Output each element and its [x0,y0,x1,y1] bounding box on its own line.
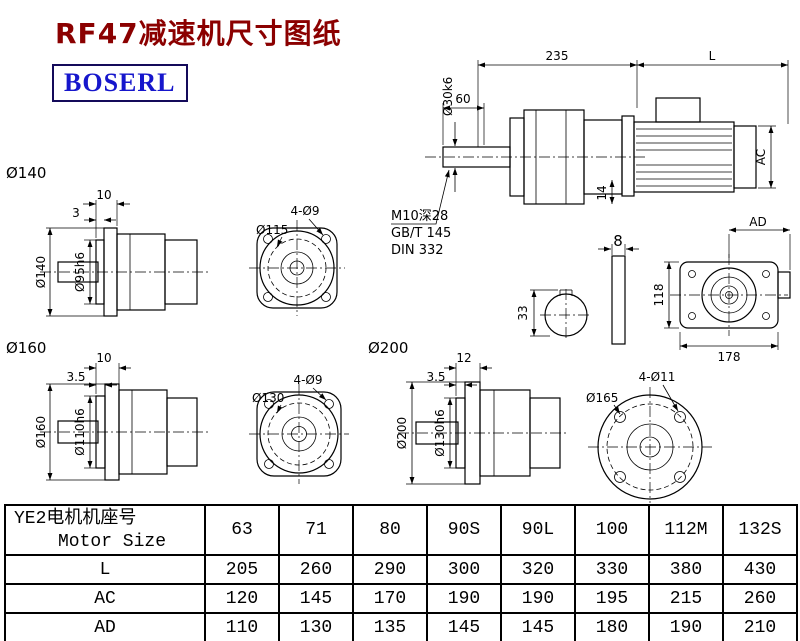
dim-f200-step-label: 3.5 [426,370,445,384]
motor-side-view: 235 L 60 Ø30k6 14 AC M10深28 GB/T 145 [391,49,789,258]
table-cell: 260 [722,583,798,614]
table-cell: 210 [722,612,798,641]
dim-f200-spigot-dia-label: Ø130h6 [433,409,447,457]
dim-key-height-label: 33 [516,305,530,320]
frame-size-col: 71 [278,504,354,556]
table-cell: 215 [648,583,724,614]
dim-f160-flange-dia-label: Ø160 [34,416,48,448]
dim-f160-boltcircle-label: Ø130 [252,391,284,405]
dim-AD-label: AD [749,215,766,229]
technical-drawing: 235 L 60 Ø30k6 14 AC M10深28 GB/T 145 [6,49,791,503]
shaft-key-section-view: 8 33 [516,232,639,345]
dim-f200-thickness-label: 12 [456,351,471,365]
dim-f160-step-label: 3.5 [66,370,85,384]
dim-60-label: 60 [455,92,470,106]
page-title: RF47减速机尺寸图纸 [55,17,342,50]
table-cell: 430 [722,554,798,585]
table-cell: 290 [352,554,428,585]
table-cell: 205 [204,554,280,585]
dim-shaft-dia-label: Ø30k6 [441,77,455,116]
dim-f140-boltcircle-label: Ø115 [256,223,288,237]
frame-size-col: 90S [426,504,502,556]
dim-f140-thickness-label: 10 [96,188,111,202]
table-cell: 190 [500,583,576,614]
table-cell: 120 [204,583,280,614]
table-cell: 110 [204,612,280,641]
dim-f140-flange-dia-label: Ø140 [34,256,48,288]
motor-size-header-en: Motor Size [58,532,167,552]
table-header-row: YE2电机机座号 Motor Size 63 71 80 90S 90L 100… [4,504,798,556]
dim-key-width-label: 8 [613,232,623,250]
brand-logo-text: BOSERL [64,68,176,97]
dim-f160-thickness-label: 10 [96,351,111,365]
flange160-title: Ø160 [6,339,46,357]
row-label: AC [4,583,206,614]
table-cell: 190 [426,583,502,614]
dim-f160-spigot-dia-label: Ø110h6 [73,408,87,456]
dim-235-label: 235 [546,49,569,63]
table-cell: 195 [574,583,650,614]
flange160-side-view: Ø160 10 3.5 Ø160 [6,339,208,481]
motor-size-header-cell: YE2电机机座号 Motor Size [4,504,206,556]
dim-f200-flange-dia-label: Ø200 [395,417,409,449]
dim-f140-spigot-dia-label: Ø95h6 [73,252,87,292]
table-cell: 260 [278,554,354,585]
table-row-AC: AC 120 145 170 190 190 195 215 260 [4,583,798,614]
table-cell: 190 [648,612,724,641]
table-cell: 320 [500,554,576,585]
flange200-title: Ø200 [368,339,408,357]
motor-size-header-cn: YE2电机机座号 [14,509,137,529]
note-gb-standard: GB/T 145 [391,226,451,241]
flange140-side-view: Ø140 10 3 Ø140 [6,164,208,317]
table-cell: 180 [574,612,650,641]
row-label: AD [4,612,206,641]
table-cell: 130 [278,612,354,641]
flange140-title: Ø140 [6,164,46,182]
dim-f160-holes-label: 4-Ø9 [293,373,322,387]
table-row-L: L 205 260 290 300 320 330 380 430 [4,554,798,585]
flange140-front-view: 4-Ø9 Ø115 [249,204,345,316]
motor-rear-view: AD 118 178 [652,215,791,364]
frame-size-col: 112M [648,504,724,556]
table-row-AD: AD 110 130 135 145 145 180 190 210 [4,612,798,641]
dim-178-label: 178 [718,350,741,364]
frame-size-col: 100 [574,504,650,556]
note-din-standard: DIN 332 [391,243,444,258]
brand-logo-box: BOSERL [52,64,188,102]
table-cell: 135 [352,612,428,641]
dimension-table: YE2电机机座号 Motor Size 63 71 80 90S 90L 100… [4,504,798,641]
table-cell: 145 [500,612,576,641]
flange160-front-view: 4-Ø9 Ø130 [249,373,349,484]
table-cell: 145 [278,583,354,614]
table-cell: 380 [648,554,724,585]
flange200-front-view: 4-Ø11 Ø165 [586,370,712,503]
dim-14-label: 14 [595,185,609,200]
dim-f140-step-label: 3 [72,206,80,220]
table-cell: 300 [426,554,502,585]
row-label: L [4,554,206,585]
dim-f200-holes-label: 4-Ø11 [639,370,676,384]
flange200-side-view: Ø200 12 3.5 Ø200 [368,339,568,485]
note-tapped-hole: M10深28 [391,209,448,224]
frame-size-col: 132S [722,504,798,556]
dim-118-label: 118 [652,284,666,307]
dim-AC-label: AC [754,149,768,165]
dim-f140-holes-label: 4-Ø9 [290,204,319,218]
dim-f200-boltcircle-label: Ø165 [586,391,618,405]
table-cell: 145 [426,612,502,641]
dim-L-label: L [709,49,716,63]
frame-size-col: 63 [204,504,280,556]
table-cell: 170 [352,583,428,614]
frame-size-col: 90L [500,504,576,556]
table-cell: 330 [574,554,650,585]
frame-size-col: 80 [352,504,428,556]
